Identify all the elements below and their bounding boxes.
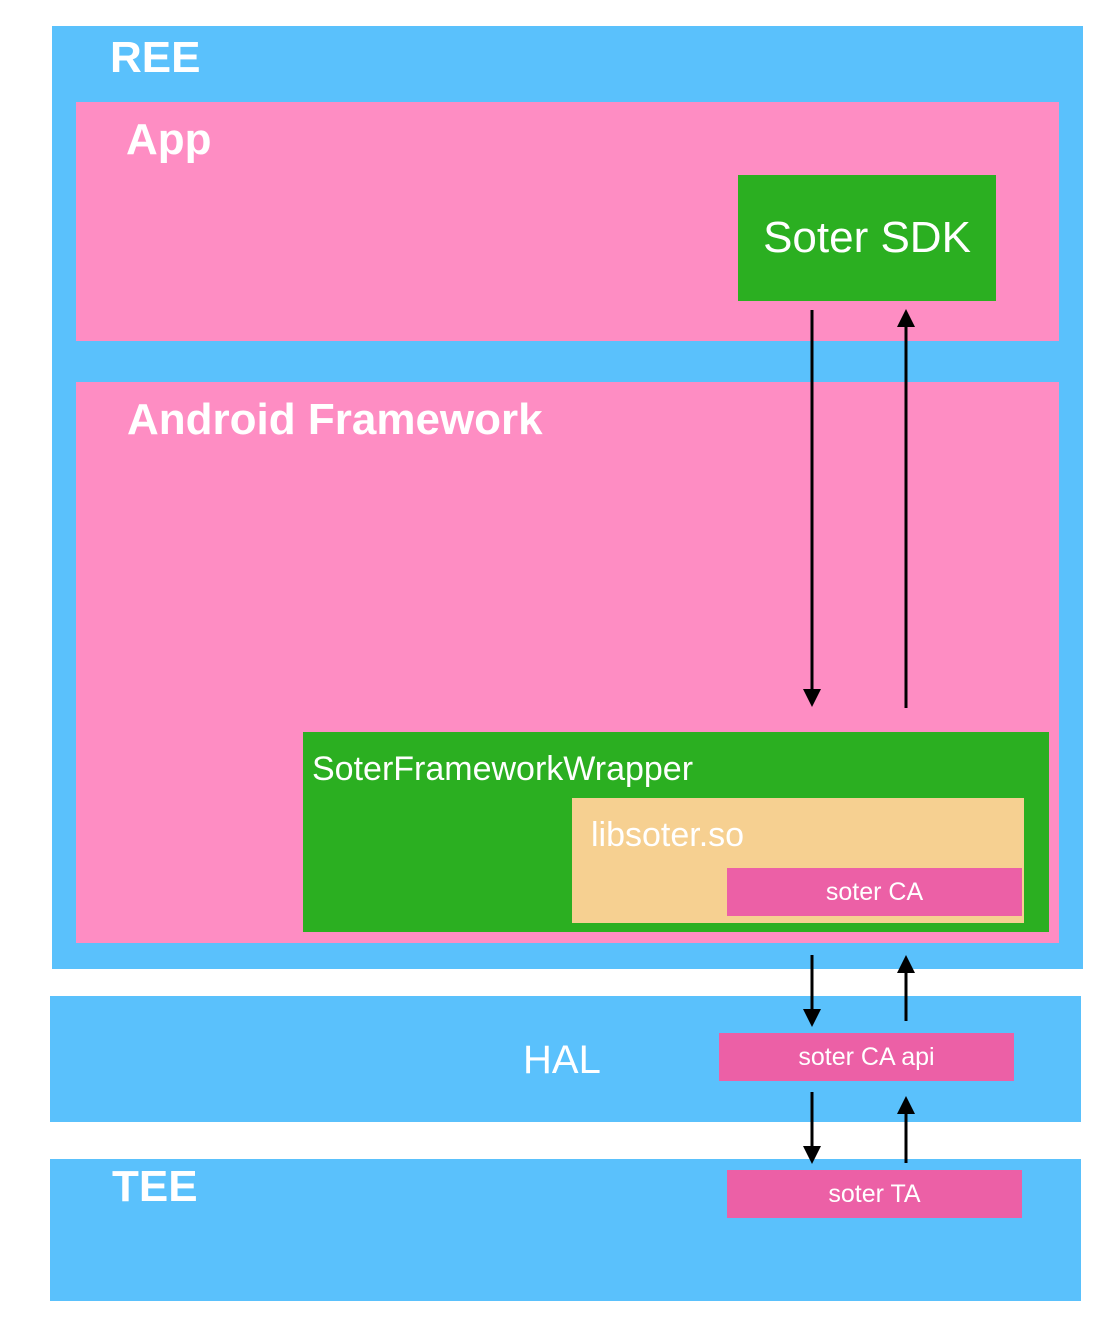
soter-ta-box: soter TA — [727, 1170, 1022, 1218]
soter-ca-label: soter CA — [825, 877, 924, 906]
ree-label: REE — [110, 33, 201, 82]
soter-ta-label: soter TA — [828, 1179, 921, 1208]
tee-label: TEE — [112, 1162, 198, 1211]
soter-ca-api-label: soter CA api — [798, 1042, 935, 1071]
libsoter-label: libsoter.so — [591, 816, 745, 854]
soter-ca-box: soter CA — [727, 868, 1022, 916]
android-framework-label: Android Framework — [127, 395, 543, 444]
soter-sdk-box: Soter SDK — [738, 175, 996, 301]
soter-framework-wrapper-label: SoterFrameworkWrapper — [312, 750, 694, 788]
soter-sdk-label: Soter SDK — [763, 213, 971, 262]
soter-ca-api-box: soter CA api — [719, 1033, 1014, 1081]
hal-label: HAL — [523, 1038, 601, 1082]
app-label: App — [126, 115, 212, 164]
